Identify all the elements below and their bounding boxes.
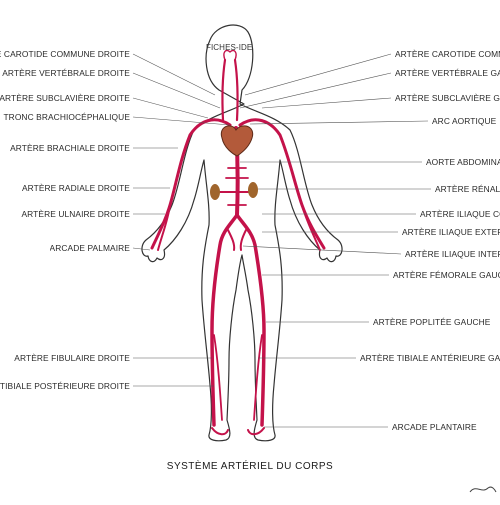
leader-carotide-commune-droite: [132, 53, 216, 96]
signature-mark: [469, 486, 497, 493]
kidney-right: [210, 184, 220, 200]
subclavian-left-vessel: [238, 118, 326, 250]
iliac-left-vessel: [235, 213, 266, 427]
label-femorale-gauche: ARTÈRE FÉMORALE GAUCHE: [393, 270, 500, 280]
forearm-left-inner: [301, 204, 321, 251]
head-branches: [223, 49, 237, 61]
label-poplitee-gauche: ARTÈRE POPLITÉE GAUCHE: [373, 317, 491, 327]
label-vertebrale-droite: ARTÈRE VERTÉBRALE DROITE: [2, 68, 130, 78]
label-radiale-droite: ARTÈRE RADIALE DROITE: [21, 183, 130, 193]
leader-carotide-commune-gauche: [244, 53, 392, 96]
iliac-internal-vessels: [227, 229, 247, 251]
arteries: [150, 49, 326, 436]
label-subclaviere-droite: ARTÈRE SUBCLAVIÈRE DROITE: [0, 93, 130, 103]
abdominal-branches: [225, 167, 249, 206]
leg-inner-right: [213, 334, 223, 421]
carotid-left-vessel: [233, 58, 239, 122]
label-iliaque-externe: ARTÈRE ILIAQUE EXTERNE: [402, 227, 500, 237]
label-aorte-abdominale: AORTE ABDOMINALE: [426, 157, 500, 167]
kidney-left: [248, 182, 258, 198]
iliac-right-vessel: [210, 213, 239, 427]
head-outline: [141, 24, 343, 442]
leader-vertebrale-droite: [132, 72, 221, 109]
leader-subclaviere-droite: [132, 97, 209, 119]
leg-inner-left: [253, 334, 263, 421]
leader-lines: [132, 53, 431, 428]
leader-vertebrale-gauche: [239, 72, 392, 109]
label-ulnaire-droite: ARTÈRE ULNAIRE DROITE: [21, 209, 130, 219]
label-arcade-plantaire: ARCADE PLANTAIRE: [392, 422, 477, 432]
subclavian-right-vessel: [150, 118, 232, 250]
watermark-text: fiches-ide: [206, 43, 253, 52]
diagram-title: SYSTÈME ARTÉRIEL DU CORPS: [166, 461, 334, 472]
label-vertebrale-gauche: ARTÈRE VERTÉBRALE GAUCHE: [395, 68, 500, 78]
label-carotide-commune-droite: ARTÈRE CAROTIDE COMMUNE DROITE: [0, 49, 130, 59]
label-carotide-commune-gauche: ARTÈRE CAROTIDE COMMUNE GAUCHE: [395, 49, 500, 59]
label-fibulaire-droite: ARTÈRE FIBULAIRE DROITE: [14, 353, 130, 363]
label-iliaque-interne: ARTÈRE ILIAQUE INTERNE: [405, 249, 500, 259]
body-outline: [141, 24, 343, 442]
leader-arc-aortique: [249, 120, 429, 125]
label-brachiocephalique: TRONC BRACHIOCÉPHALIQUE: [3, 112, 130, 122]
heart: [220, 125, 254, 157]
carotid-right-vessel: [221, 58, 227, 122]
foot-arches: [211, 427, 265, 436]
leader-subclaviere-gauche: [261, 97, 392, 109]
label-arcade-palmaire: ARCADE PALMAIRE: [49, 243, 130, 253]
label-arc-aortique: ARC AORTIQUE: [432, 116, 497, 126]
label-subclaviere-gauche: ARTÈRE SUBCLAVIÈRE GAUCHE: [395, 93, 500, 103]
label-iliaque-commune: ARTÈRE ILIAQUE COMMUNE: [420, 209, 500, 219]
label-brachiale-droite: ARTÈRE BRACHIALE DROITE: [10, 143, 130, 153]
leader-iliaque-interne: [242, 245, 402, 255]
label-tibiale-posterieure-droite: ARTÈRE TIBIALE POSTÉRIEURE DROITE: [0, 381, 130, 391]
leader-arcade-palmaire: [132, 247, 151, 251]
label-renale: ARTÈRE RÉNALE: [435, 184, 500, 194]
forearm-right-inner: [157, 204, 171, 251]
label-tibiale-anterieure-gauche: ARTÈRE TIBIALE ANTÉRIEURE GAUCHE: [360, 353, 500, 363]
leader-brachiocephalique: [132, 116, 231, 126]
